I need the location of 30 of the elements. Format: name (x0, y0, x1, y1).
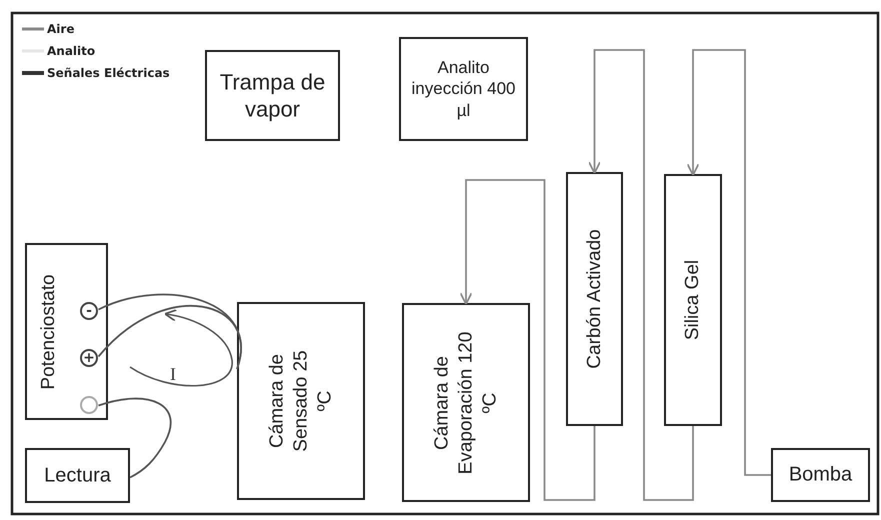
component-label: Analito inyección 400 µl (410, 57, 516, 121)
component-box (399, 37, 528, 141)
wire (98, 398, 172, 478)
component-label: Carbón Activado (582, 228, 606, 371)
air-tube-arrow (460, 179, 596, 501)
terminal-circle (80, 396, 98, 414)
terminal-symbol: + (80, 349, 98, 367)
component-label: Silica Gel (681, 258, 704, 342)
component-label: Potenciostato (37, 272, 60, 392)
legend-label: Aire (47, 22, 74, 36)
terminal-symbol: - (80, 302, 98, 320)
wire (98, 305, 242, 370)
potentiostat-box (25, 243, 108, 420)
air-tube-arrow (686, 49, 771, 476)
component-label: Trampa de vapor (218, 68, 326, 123)
component-box (664, 174, 722, 426)
legend-label: Señales Eléctricas (47, 66, 170, 80)
component-label: Lectura (43, 463, 112, 488)
component-box (566, 172, 623, 426)
component-box (237, 302, 365, 500)
component-box (25, 448, 130, 503)
component-box (205, 50, 340, 141)
component-box (402, 303, 530, 502)
current-label: I (170, 364, 176, 385)
component-label: Bomba (788, 462, 854, 488)
air-tube-arrow (588, 49, 694, 501)
component-box (771, 448, 870, 502)
component-label: Cámara de Evaporación 120 ºC (430, 330, 501, 476)
component-label: Cámara de Sensado 25 ºC (265, 349, 336, 454)
legend-label: Analito (47, 44, 96, 58)
